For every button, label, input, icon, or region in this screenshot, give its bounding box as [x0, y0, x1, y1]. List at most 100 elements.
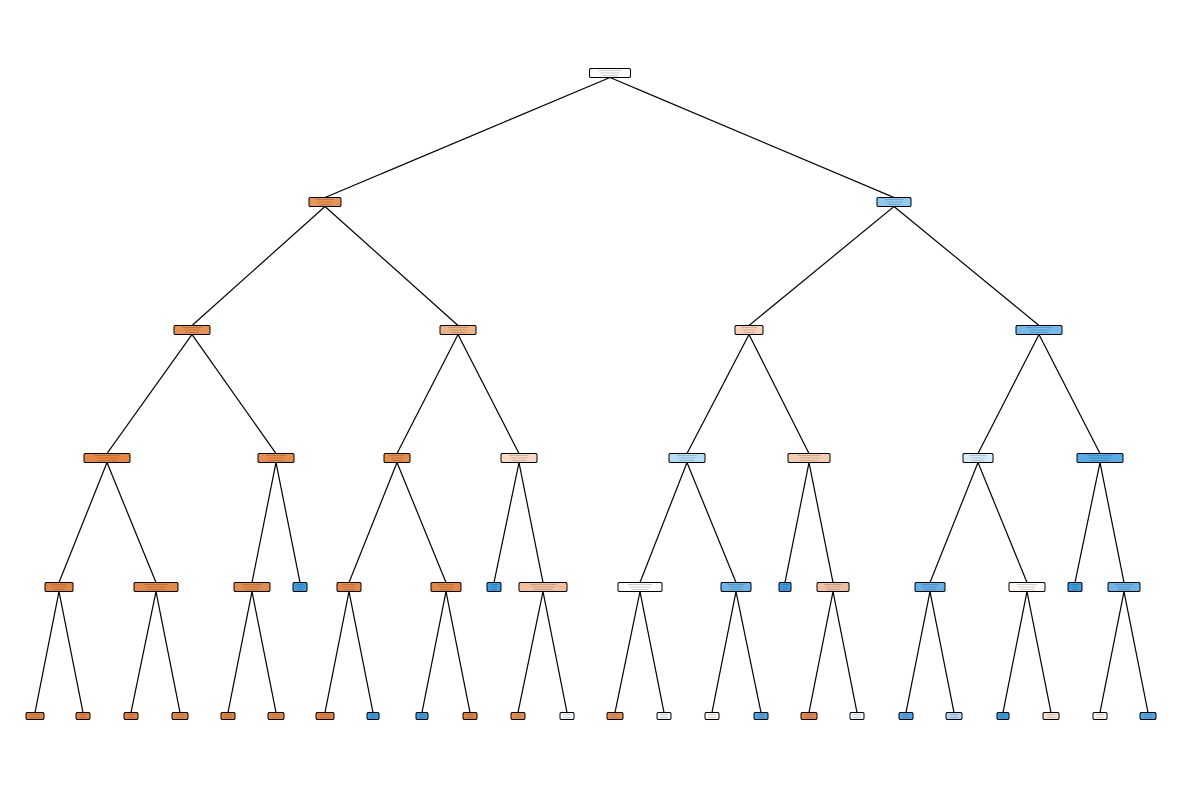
tree-edge-n13-n27	[929, 462, 979, 583]
tree-edge-n23-n44	[639, 591, 665, 713]
tree-edge-n22-n41	[517, 591, 544, 713]
tree-edge-n2-n6	[893, 206, 1040, 326]
tree-edge-n8-n18	[275, 462, 301, 583]
tree-edge-n6-n14	[1038, 334, 1101, 454]
tree-edge-n10-n22	[518, 462, 544, 583]
tree-edge-n12-n25	[784, 462, 810, 583]
tree-edge-n19-n37	[324, 591, 350, 713]
tree-edge-n16-n34	[155, 591, 181, 713]
tree-node-n29	[1067, 582, 1083, 592]
tree-edge-n1-n4	[324, 206, 459, 326]
tree-node-n40	[462, 712, 478, 720]
tree-edge-n14-n29	[1074, 462, 1101, 583]
tree-edges	[34, 76, 1149, 713]
tree-node-n37	[315, 712, 335, 720]
tree-edge-n8-n17	[251, 462, 277, 583]
tree-node-n19	[336, 582, 362, 592]
tree-node-n28	[1008, 582, 1046, 592]
tree-node-n48	[849, 712, 865, 720]
tree-edge-n6-n13	[977, 334, 1040, 454]
tree-edge-n9-n20	[396, 462, 447, 583]
tree-node-n6	[1015, 325, 1063, 335]
tree-node-n31	[25, 712, 45, 720]
tree-node-n26	[816, 582, 850, 592]
tree-node-n3	[173, 325, 211, 335]
tree-node-n18	[292, 582, 308, 592]
tree-node-n35	[220, 712, 236, 720]
tree-edge-n9-n19	[348, 462, 398, 583]
tree-node-n10	[500, 453, 538, 463]
tree-edge-n15-n31	[34, 591, 60, 713]
tree-node-n49	[898, 712, 914, 720]
tree-node-n21	[486, 582, 502, 592]
tree-node-n0	[589, 68, 631, 78]
tree-edge-n7-n15	[58, 462, 108, 583]
tree-node-n44	[656, 712, 672, 720]
tree-edge-n4-n9	[396, 334, 459, 454]
tree-node-n36	[267, 712, 285, 720]
tree-node-n43	[606, 712, 624, 720]
tree-nodes	[25, 68, 1157, 720]
tree-edge-n17-n36	[251, 591, 277, 713]
tree-node-n7	[83, 453, 131, 463]
tree-node-n13	[962, 453, 994, 463]
tree-node-n47	[800, 712, 818, 720]
tree-node-n45	[704, 712, 720, 720]
tree-node-n34	[171, 712, 189, 720]
tree-edge-n30-n54	[1123, 591, 1149, 713]
tree-edge-n5-n11	[686, 334, 750, 454]
tree-node-n14	[1076, 453, 1124, 463]
tree-edge-n3-n7	[106, 334, 193, 454]
tree-node-n51	[996, 712, 1010, 720]
tree-edge-n27-n50	[929, 591, 955, 713]
tree-edge-n7-n16	[106, 462, 157, 583]
tree-node-n38	[366, 712, 380, 720]
tree-edge-n10-n21	[493, 462, 520, 583]
tree-edge-n11-n24	[686, 462, 737, 583]
tree-node-n5	[734, 325, 764, 335]
tree-node-n22	[518, 582, 568, 592]
tree-edge-n30-n53	[1099, 591, 1125, 713]
tree-node-n11	[668, 453, 706, 463]
tree-node-n30	[1107, 582, 1141, 592]
tree-edge-n20-n40	[445, 591, 471, 713]
tree-node-n24	[720, 582, 752, 592]
tree-edge-n19-n38	[348, 591, 374, 713]
tree-edge-n20-n39	[421, 591, 447, 713]
tree-edge-n2-n5	[748, 206, 895, 326]
tree-node-n42	[559, 712, 575, 720]
tree-node-n16	[133, 582, 179, 592]
tree-node-n33	[123, 712, 139, 720]
tree-edge-n1-n3	[191, 206, 326, 326]
tree-edge-n24-n46	[735, 591, 762, 713]
tree-edge-n12-n26	[808, 462, 834, 583]
tree-node-n41	[510, 712, 526, 720]
tree-edge-n16-n33	[130, 591, 157, 713]
tree-node-n32	[75, 712, 91, 720]
tree-node-n50	[945, 712, 963, 720]
tree-node-n8	[257, 453, 295, 463]
tree-edge-n0-n1	[324, 76, 611, 199]
tree-node-n1	[308, 197, 342, 207]
tree-node-n46	[753, 712, 769, 720]
tree-edge-n15-n32	[58, 591, 84, 713]
tree-edge-n26-n47	[808, 591, 834, 713]
tree-node-n23	[617, 582, 663, 592]
tree-node-n52	[1042, 712, 1060, 720]
tree-edge-n22-n42	[542, 591, 568, 713]
tree-node-n12	[787, 453, 831, 463]
tree-edge-n0-n2	[609, 76, 895, 199]
tree-edge-n28-n51	[1002, 591, 1028, 713]
tree-edge-n11-n23	[639, 462, 688, 583]
tree-edge-n4-n10	[457, 334, 520, 454]
tree-edge-n5-n12	[748, 334, 810, 454]
tree-node-n20	[430, 582, 462, 592]
tree-edge-n28-n52	[1026, 591, 1052, 713]
tree-node-n15	[44, 582, 74, 592]
tree-node-n39	[415, 712, 429, 720]
tree-edge-n13-n28	[977, 462, 1028, 583]
tree-node-n9	[383, 453, 411, 463]
tree-edge-n26-n48	[832, 591, 858, 713]
tree-node-n25	[778, 582, 792, 592]
tree-node-n4	[439, 325, 477, 335]
